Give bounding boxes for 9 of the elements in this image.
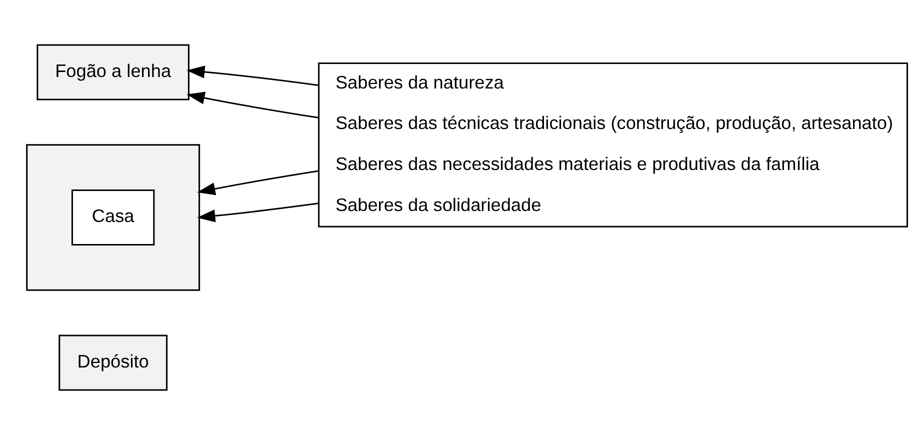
node-box: Fogão a lenha (36, 44, 190, 100)
arrow (197, 170, 318, 196)
node-box: Saberes da natureza Saberes das técnicas tradicionais (construção, produção, artesanato) Saberes das necessidades materiais e produtivas da família Saberes da solidariedade (318, 62, 908, 228)
arrow (186, 66, 318, 86)
arrow (186, 92, 318, 118)
cluster (26, 144, 200, 291)
node-box: Depósito (58, 334, 168, 391)
node-box: Casa (71, 190, 155, 246)
arrow (197, 202, 318, 222)
